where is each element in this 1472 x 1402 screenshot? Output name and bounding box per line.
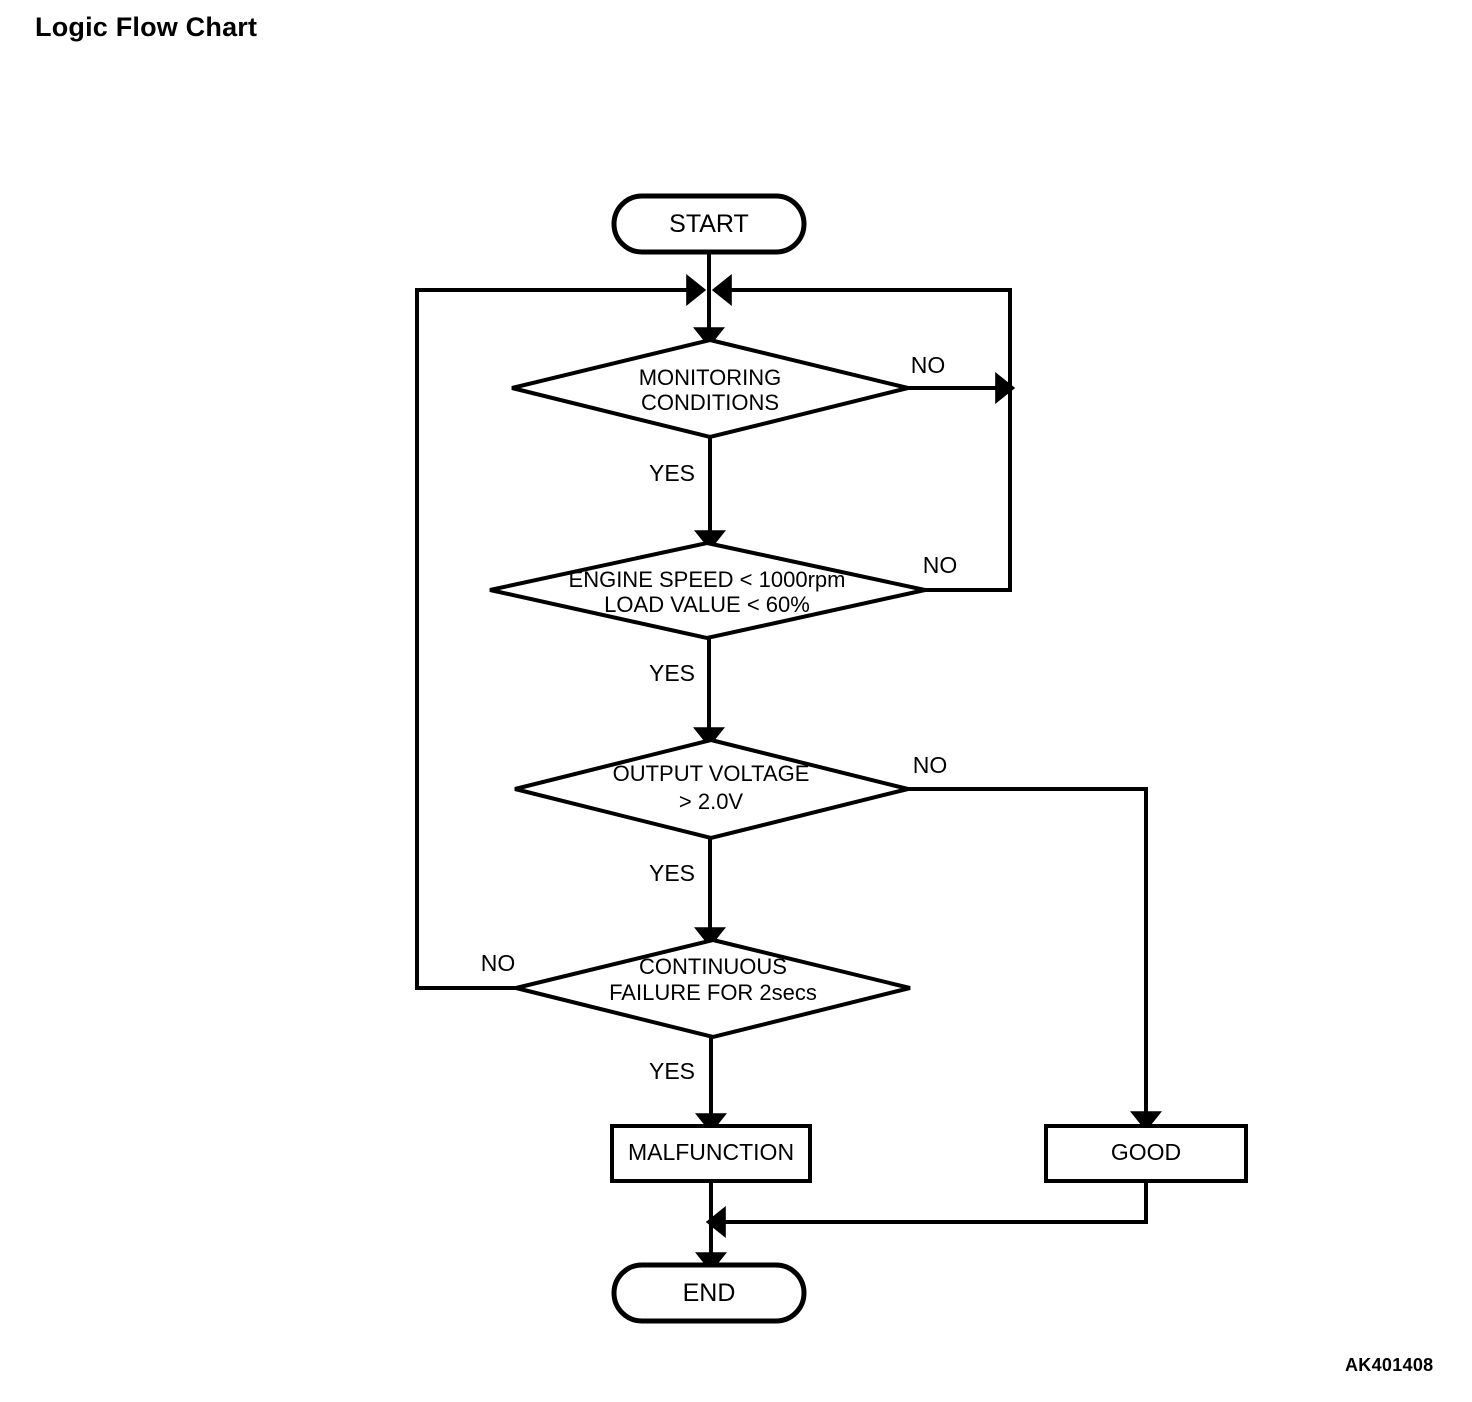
edge-good-to-end <box>705 1181 1148 1238</box>
edge-label-engine-no: NO <box>922 552 958 578</box>
engine-decision-shape <box>489 540 926 641</box>
monitoring-decision-shape <box>511 337 909 440</box>
good-node-shape <box>1044 1124 1248 1183</box>
edge-label-monitoring-no: NO <box>910 352 946 378</box>
edge-continuous-no <box>415 288 516 990</box>
voltage-decision-shape <box>514 737 909 841</box>
start-node-shape <box>611 193 807 255</box>
edge-label-voltage-no: NO <box>912 752 948 778</box>
edge-label-continuous-yes: YES <box>648 1058 696 1084</box>
edge-label-monitoring-yes: YES <box>648 460 696 486</box>
end-node-shape <box>611 1262 807 1324</box>
reference-code: AK401408 <box>1345 1355 1434 1375</box>
edge-label-continuous-no: NO <box>480 950 516 976</box>
malfunction-node-shape <box>610 1124 812 1183</box>
page-title: Logic Flow Chart <box>35 12 258 42</box>
edge-label-engine-yes: YES <box>648 660 696 686</box>
continuous-decision-shape <box>515 937 911 1040</box>
edge-label-voltage-yes: YES <box>648 860 696 886</box>
edge-voltage-no <box>908 787 1162 1132</box>
